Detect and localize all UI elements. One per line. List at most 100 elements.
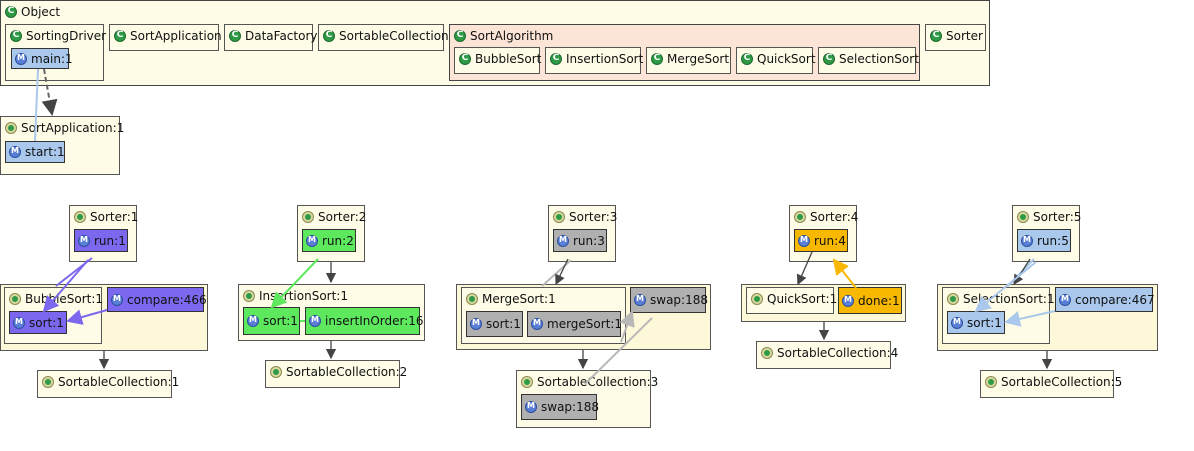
method-icon [842,294,854,307]
instance-header: QuickSort:1 [751,290,837,308]
class-label: BubbleSort [475,52,542,66]
method-icon [247,315,259,327]
class-header: SortableCollection [323,27,449,45]
method-icon [557,234,569,247]
method-start[interactable]: start:1 [5,141,65,163]
method-label: main:1 [31,51,73,66]
class-icon [114,30,126,42]
method-icon [309,315,321,327]
instance-label: Sorter:1 [90,210,139,224]
class-label: QuickSort [757,52,816,66]
class-sorter[interactable]: Sorter [925,24,986,51]
class-icon [651,53,663,65]
method-icon [531,318,543,330]
class-label: SortingDriver [26,29,107,43]
instance-sortable-collection-2[interactable]: SortableCollection:2 [265,360,407,388]
class-icon [550,53,562,65]
method-run-5[interactable]: run:5 [1017,229,1071,252]
method-sort-merge[interactable]: sort:1 [466,311,523,337]
sort-algorithm-header: SortAlgorithm [454,27,553,45]
class-header: Sorter [930,27,983,45]
method-run-3[interactable]: run:3 [553,229,607,252]
instance-label: Sorter:4 [810,210,859,224]
class-icon [459,53,471,65]
instance-icon [1017,211,1029,223]
class-quick-sort[interactable]: QuickSort [736,47,816,74]
class-label: InsertionSort [566,52,644,66]
instance-icon [74,211,86,223]
class-sortable-collection[interactable]: SortableCollection [318,24,449,51]
method-icon [15,52,27,65]
class-icon [10,30,22,42]
instance-header: Sorter:3 [553,208,617,226]
method-label: mergeSort:1 [547,317,623,331]
method-main[interactable]: main:1 [11,48,73,69]
method-swap-collection[interactable]: swap:188 [521,394,599,420]
instance-quick-sort[interactable]: QuickSort:1 [746,287,837,314]
class-icon [823,53,835,65]
instance-header: Sorter:2 [302,208,366,226]
class-icon [323,30,335,42]
class-selection-sort[interactable]: SelectionSort [818,47,919,74]
method-icon [78,234,90,247]
method-label: sort:1 [486,317,521,331]
class-data-factory[interactable]: DataFactory [224,24,318,51]
class-header: BubbleSort [459,50,541,68]
edge-sorter5-sel [1013,258,1031,286]
method-compare-467[interactable]: compare:467 [1055,287,1155,312]
class-label: SortApplication [130,29,222,43]
instance-label: Sorter:2 [318,210,367,224]
class-icon [5,6,17,18]
instance-sortable-collection-1[interactable]: SortableCollection:1 [37,370,179,398]
instance-icon [243,290,255,302]
class-label: MergeSort [667,52,730,66]
method-icon [525,401,537,413]
method-swap-merge[interactable]: swap:188 [630,287,708,313]
sort-algorithm-label: SortAlgorithm [470,29,554,43]
method-compare-466[interactable]: compare:466 [107,287,207,312]
method-run-4[interactable]: run:4 [794,229,848,252]
method-insert-in-order[interactable]: insertInOrder:16 [305,307,424,335]
method-label: sort:1 [967,315,1002,330]
method-done[interactable]: done:1 [838,287,902,314]
method-merge-sort[interactable]: mergeSort:1 [527,311,623,337]
class-merge-sort[interactable]: MergeSort [646,47,731,74]
method-label: swap:188 [650,293,708,307]
edge-run5-sel [1007,258,1035,287]
instance-label: SortableCollection:5 [1001,375,1123,389]
instance-header: Sorter:5 [1017,208,1081,226]
method-sort-selection[interactable]: sort:1 [947,311,1005,334]
method-label: run:3 [573,233,605,248]
method-sort-bubble[interactable]: sort:1 [9,311,67,334]
instance-icon [302,211,314,223]
class-header: QuickSort [741,50,816,68]
edge-sorter3-merge [555,258,569,286]
instance-icon [9,293,21,305]
method-label: compare:466 [127,292,207,307]
method-icon [9,146,21,158]
method-label: compare:467 [1075,292,1155,307]
instance-sorter-3[interactable]: Sorter:3 [548,205,617,262]
instance-icon [761,347,773,359]
class-header: MergeSort [651,50,729,68]
instance-icon [794,211,806,223]
class-bubble-sort[interactable]: BubbleSort [454,47,541,74]
method-sort-insertion[interactable]: sort:1 [243,307,300,335]
instance-header: Sorter:4 [794,208,858,226]
class-insertion-sort[interactable]: InsertionSort [545,47,644,74]
method-run-1[interactable]: run:1 [74,229,128,252]
method-icon [306,234,318,247]
method-label: swap:188 [541,400,599,414]
method-icon [470,318,482,330]
class-header: SortingDriver [10,27,106,45]
method-label: insertInOrder:16 [325,314,424,328]
class-header: SortApplication [114,27,222,45]
method-run-2[interactable]: run:2 [302,229,356,252]
instance-label: SortableCollection:3 [537,375,659,389]
instance-sortable-collection-4[interactable]: SortableCollection:4 [756,341,898,369]
instance-label: SortableCollection:2 [286,365,408,379]
instance-sortable-collection-5[interactable]: SortableCollection:5 [980,370,1122,398]
class-sort-application[interactable]: SortApplication [109,24,222,51]
method-icon [1059,293,1071,306]
method-icon [634,294,646,306]
